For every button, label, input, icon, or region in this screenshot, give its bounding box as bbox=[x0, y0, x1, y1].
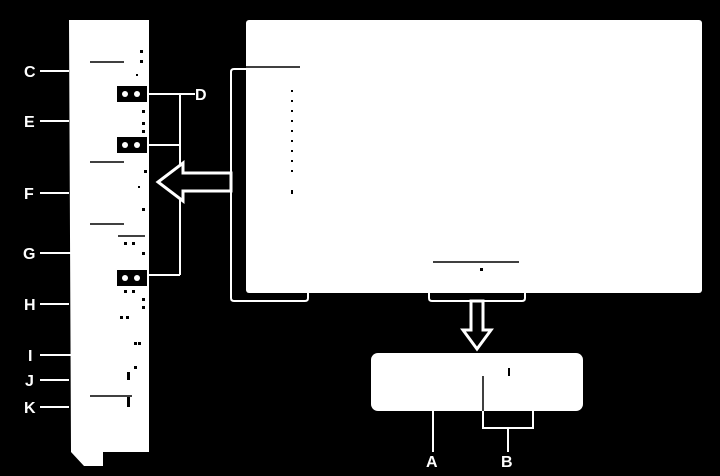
label-f: F bbox=[24, 186, 34, 203]
label-a: A bbox=[426, 454, 438, 471]
label-h: H bbox=[24, 297, 36, 314]
left-callout-lines bbox=[40, 70, 136, 408]
panel-marks bbox=[90, 61, 145, 397]
label-e: E bbox=[24, 114, 35, 131]
connector-port-2 bbox=[117, 137, 147, 153]
main-panel-marks bbox=[240, 66, 519, 271]
main-panel bbox=[246, 20, 702, 293]
label-g: G bbox=[23, 246, 35, 263]
label-j: J bbox=[25, 373, 34, 390]
side-panel-notch bbox=[84, 452, 103, 466]
label-k: K bbox=[24, 400, 36, 417]
detail-panel bbox=[371, 353, 583, 411]
callout-labels: C E F G H I J K D A B bbox=[23, 64, 513, 471]
label-c: C bbox=[24, 64, 36, 81]
label-d: D bbox=[195, 87, 207, 104]
detail-panel-marks bbox=[508, 368, 510, 376]
left-pointing-arrow bbox=[155, 159, 233, 205]
connector-port-1 bbox=[117, 86, 147, 102]
switch-j bbox=[127, 372, 130, 380]
panel-dots bbox=[120, 50, 147, 369]
down-pointing-arrow bbox=[460, 299, 494, 352]
side-panel bbox=[69, 20, 149, 466]
switch-k bbox=[127, 397, 130, 407]
connector-port-3 bbox=[117, 270, 147, 286]
label-b: B bbox=[501, 454, 513, 471]
main-panel-left-bracket bbox=[230, 68, 309, 302]
label-i: I bbox=[28, 348, 32, 365]
